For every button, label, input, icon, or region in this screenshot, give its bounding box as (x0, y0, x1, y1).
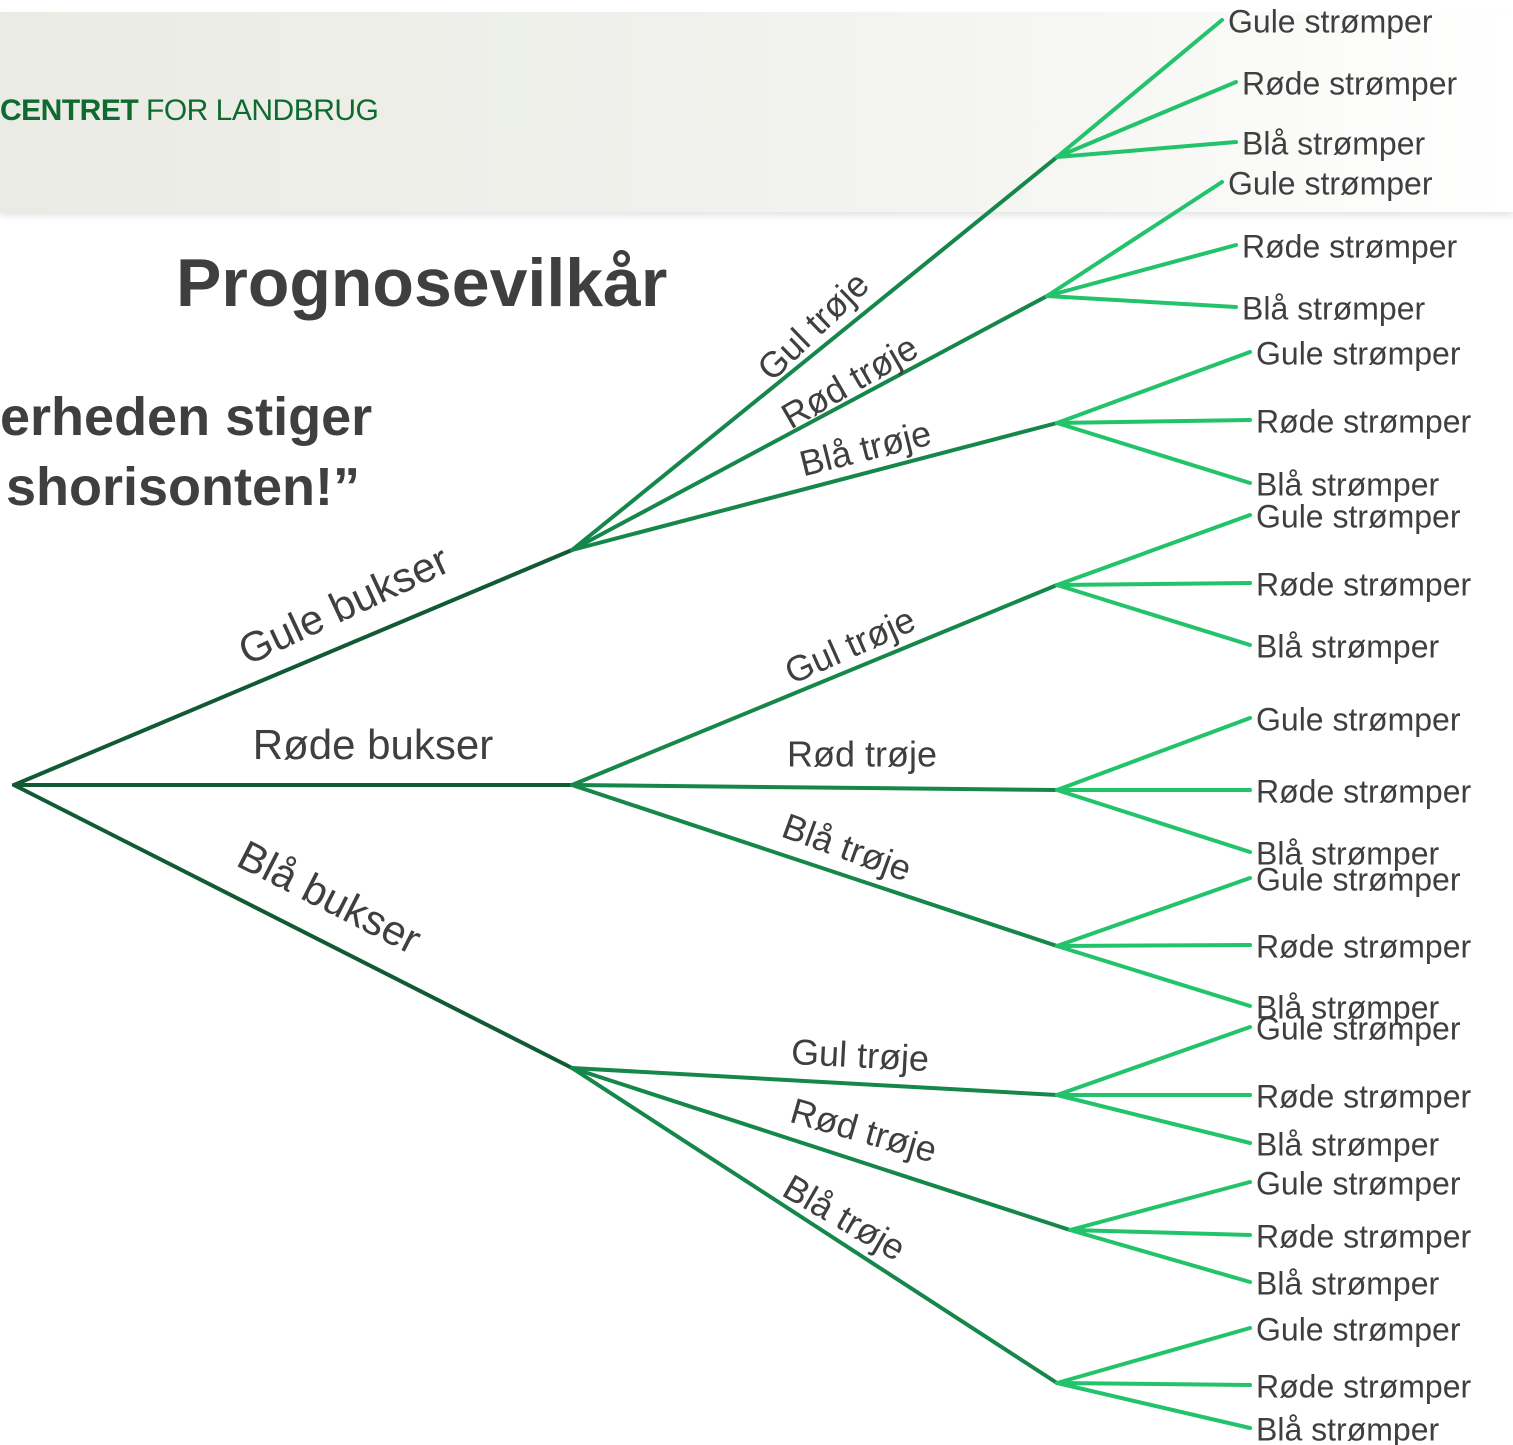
label-socks-1-3-3: Blå strømper (1256, 466, 1439, 502)
branch-pants-3 (12, 783, 574, 1070)
branch-shirt-1-3 (570, 421, 1059, 552)
label-socks-3-3-3: Blå strømper (1256, 1411, 1439, 1445)
branch-socks-2-3-3 (1055, 944, 1252, 1008)
branch-socks-2-3-1 (1055, 876, 1252, 948)
label-socks-2-3-3: Blå strømper (1256, 989, 1439, 1025)
branch-socks-2-1-1 (1055, 513, 1252, 587)
label-shirt-2-1: Gul trøje (778, 598, 921, 692)
label-socks-3-3-2: Røde strømper (1256, 1368, 1471, 1404)
branch-socks-1-2-1 (1045, 180, 1224, 298)
organization-name-bold: CENTRET (0, 94, 139, 127)
branch-socks-3-3-1 (1055, 1326, 1252, 1385)
organization-name-rest: FOR LANDBRUG (138, 94, 379, 127)
label-shirt-3-3: Blå trøje (776, 1166, 913, 1269)
label-socks-1-3-2: Røde strømper (1256, 403, 1471, 439)
organization-name: CENTRET FOR LANDBRUG (0, 94, 379, 128)
branch-socks-1-1-1 (1055, 18, 1224, 159)
label-socks-3-3-1: Gule strømper (1256, 1311, 1461, 1347)
quote-line-2: shorisonten!” (6, 457, 361, 517)
label-socks-3-2-3: Blå strømper (1256, 1265, 1439, 1301)
branch-socks-2-1-3 (1055, 583, 1252, 647)
branch-pants-1 (12, 548, 574, 787)
label-shirt-3-2: Rød trøje (786, 1090, 942, 1171)
branch-socks-3-1-1 (1055, 1025, 1252, 1097)
label-socks-2-2-2: Røde strømper (1256, 773, 1471, 809)
label-socks-3-2-1: Gule strømper (1256, 1165, 1461, 1201)
branch-shirt-2-3 (570, 783, 1059, 948)
label-socks-3-2-2: Røde strømper (1256, 1218, 1471, 1254)
branch-socks-1-2-2 (1045, 243, 1238, 298)
branch-socks-3-3-3 (1055, 1381, 1252, 1430)
branch-socks-1-3-2 (1055, 418, 1252, 425)
branch-socks-1-3-3 (1055, 421, 1252, 485)
branch-shirt-1-1 (570, 155, 1059, 552)
quote-line-1: erheden stiger (0, 387, 373, 447)
label-socks-1-3-1: Gule strømper (1256, 335, 1461, 371)
label-shirt-2-2: Rød trøje (787, 734, 937, 775)
label-socks-2-3-2: Røde strømper (1256, 928, 1471, 964)
branch-socks-1-1-3 (1055, 140, 1238, 159)
slide-title: Prognosevilkår (176, 245, 668, 321)
branch-socks-1-2-3 (1045, 294, 1238, 309)
label-socks-1-1-3: Blå strømper (1242, 125, 1425, 161)
branch-socks-3-2-3 (1068, 1228, 1252, 1284)
branch-socks-2-1-2 (1055, 581, 1252, 587)
label-socks-1-2-3: Blå strømper (1242, 290, 1425, 326)
label-pants-1: Gule bukser (231, 536, 456, 674)
label-socks-3-1-1: Gule strømper (1256, 1010, 1461, 1046)
label-pants-2: Røde bukser (253, 721, 493, 768)
branch-socks-2-2-1 (1055, 716, 1252, 792)
branch-socks-3-3-2 (1055, 1381, 1252, 1387)
branch-shirt-3-3 (570, 1066, 1059, 1385)
branch-socks-1-3-1 (1055, 350, 1252, 425)
branch-shirt-2-1 (570, 583, 1059, 787)
label-socks-2-1-3: Blå strømper (1256, 628, 1439, 664)
branch-socks-3-2-2 (1068, 1228, 1252, 1237)
label-socks-1-2-2: Røde strømper (1242, 228, 1457, 264)
branch-socks-2-3-2 (1055, 943, 1252, 948)
header-band (0, 12, 1513, 212)
label-socks-2-2-1: Gule strømper (1256, 701, 1461, 737)
branch-shirt-1-2 (570, 294, 1049, 552)
branch-shirt-3-2 (570, 1066, 1072, 1232)
branch-socks-3-1-3 (1055, 1093, 1252, 1145)
label-socks-2-1-1: Gule strømper (1256, 498, 1461, 534)
label-socks-1-2-1: Gule strømper (1228, 165, 1433, 201)
branch-shirt-3-1 (570, 1066, 1059, 1097)
label-socks-2-2-3: Blå strømper (1256, 835, 1439, 871)
branch-socks-2-2-3 (1055, 788, 1252, 854)
label-shirt-3-1: Gul trøje (790, 1031, 930, 1079)
branch-shirt-2-2 (570, 783, 1059, 792)
label-socks-2-3-1: Gule strømper (1256, 861, 1461, 897)
label-socks-3-1-3: Blå strømper (1256, 1126, 1439, 1162)
label-socks-1-1-2: Røde strømper (1242, 65, 1457, 101)
label-socks-3-1-2: Røde strømper (1256, 1078, 1471, 1114)
branch-socks-3-2-1 (1068, 1180, 1252, 1232)
label-socks-1-1-1: Gule strømper (1228, 3, 1433, 39)
label-socks-2-1-2: Røde strømper (1256, 566, 1471, 602)
branch-socks-1-1-2 (1055, 80, 1238, 159)
